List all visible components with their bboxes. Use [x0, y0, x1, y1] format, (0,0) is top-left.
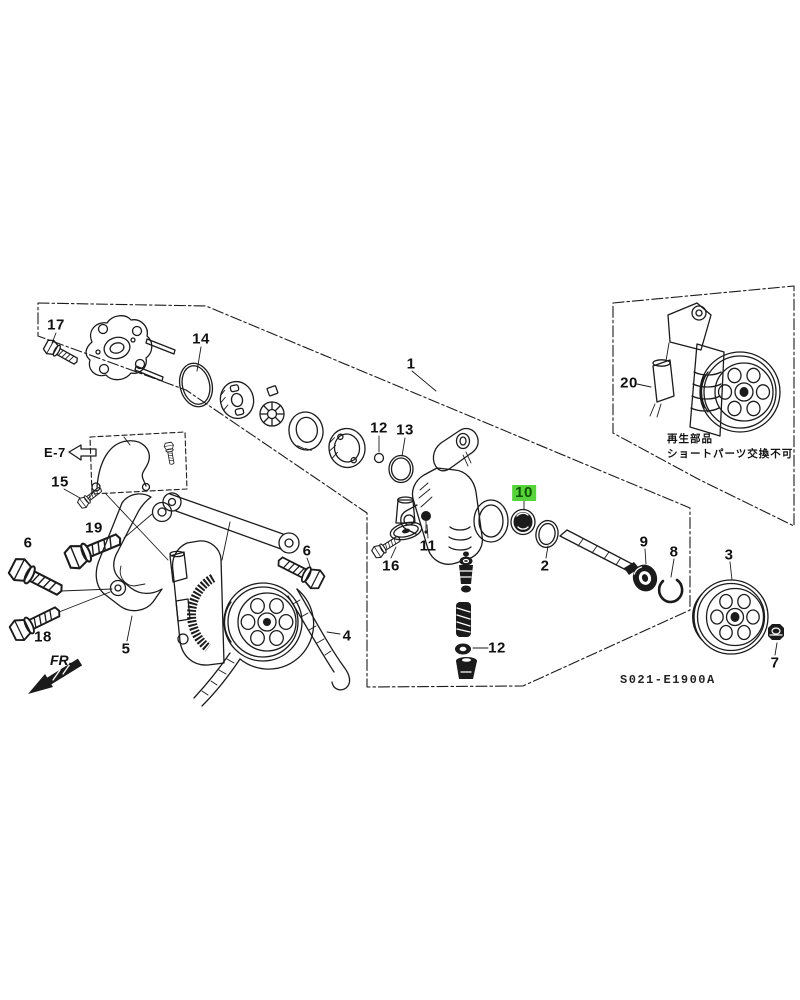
- part-label-7[interactable]: 7: [770, 654, 780, 672]
- part-label-12[interactable]: 12: [488, 639, 506, 657]
- part-label-11[interactable]: 11: [419, 537, 437, 555]
- relief-valve: [459, 551, 473, 593]
- part-label-12[interactable]: 12: [370, 419, 388, 437]
- phantom-boundary-reman-pump: [612, 285, 795, 527]
- part-label-17[interactable]: 17: [47, 316, 65, 334]
- leader-lines: [51, 332, 778, 656]
- nut-7: [768, 624, 784, 640]
- diagram-code: S021-E1900A: [620, 673, 716, 687]
- part-label-20[interactable]: 20: [620, 374, 638, 392]
- pump-housing: [400, 427, 509, 565]
- o-ring-14: [178, 362, 214, 408]
- part-label-6[interactable]: 6: [302, 542, 312, 560]
- check-ball-11: [421, 511, 431, 534]
- bearing-9: [632, 564, 658, 592]
- bolt-17: [41, 337, 82, 370]
- phantom-boundary-pump-assembly: [37, 302, 691, 688]
- valve-cap: [456, 657, 477, 679]
- inlet-joint-16: [389, 496, 423, 541]
- pump-body-assembled: [169, 540, 225, 666]
- part-label-9[interactable]: 9: [639, 533, 649, 551]
- part-label-5[interactable]: 5: [121, 640, 131, 658]
- tensioner-arm: [162, 492, 300, 561]
- bolt-15: [75, 483, 105, 511]
- o-ring-12-upper: [373, 452, 385, 464]
- part-label-16[interactable]: 16: [382, 557, 400, 575]
- seal-10[interactable]: [510, 508, 536, 536]
- key: [266, 385, 279, 397]
- rotor: [259, 401, 285, 427]
- o-ring-2: [535, 519, 559, 549]
- part-label-4[interactable]: 4: [342, 627, 352, 645]
- bracket-5: [95, 493, 173, 612]
- part-label-1[interactable]: 1: [406, 355, 416, 373]
- e7-arrow-icon: [68, 444, 97, 461]
- part-label-14[interactable]: 14: [192, 330, 210, 348]
- valve-spring: [456, 602, 471, 637]
- part-label-10[interactable]: 10: [512, 485, 536, 501]
- pump-assembly-20: [649, 302, 781, 437]
- bolt-16: [370, 532, 404, 561]
- part-label-18[interactable]: 18: [34, 628, 52, 646]
- part-label-13[interactable]: 13: [396, 421, 414, 439]
- side-plate-disc: [219, 380, 255, 420]
- snap-ring-8: [657, 578, 684, 604]
- dowel-pins: [134, 338, 176, 382]
- bolt-6-left: [6, 554, 68, 603]
- pulley-assembled: [223, 582, 303, 662]
- o-ring-12-lower: [455, 643, 471, 655]
- part-label-6[interactable]: 6: [23, 534, 33, 552]
- part-label-19[interactable]: 19: [85, 519, 103, 537]
- direction-label-fr: FR.: [50, 652, 73, 668]
- belt-4: [193, 588, 351, 707]
- bolt-6-right: [273, 550, 327, 593]
- fr-arrow-icon: [28, 658, 83, 694]
- hose-bolt: [163, 441, 178, 466]
- cam-ring: [288, 411, 324, 451]
- part-label-3[interactable]: 3: [724, 546, 734, 564]
- side-plate: [328, 427, 366, 469]
- hose-e7: [91, 436, 151, 492]
- part-label-15[interactable]: 15: [51, 473, 69, 491]
- rear-cover: [85, 315, 153, 381]
- ref-label-e7[interactable]: E-7: [44, 445, 66, 460]
- o-ring-13: [388, 454, 414, 484]
- part-label-2[interactable]: 2: [540, 557, 550, 575]
- note-recycled-parts: 再生部品: [667, 433, 713, 445]
- e7-hose-box: [89, 431, 188, 495]
- part-label-8[interactable]: 8: [669, 543, 679, 561]
- pulley-3: [692, 579, 769, 655]
- note-short-parts: ショートパーツ交換不可: [667, 448, 794, 460]
- pump-shaft: [559, 529, 639, 575]
